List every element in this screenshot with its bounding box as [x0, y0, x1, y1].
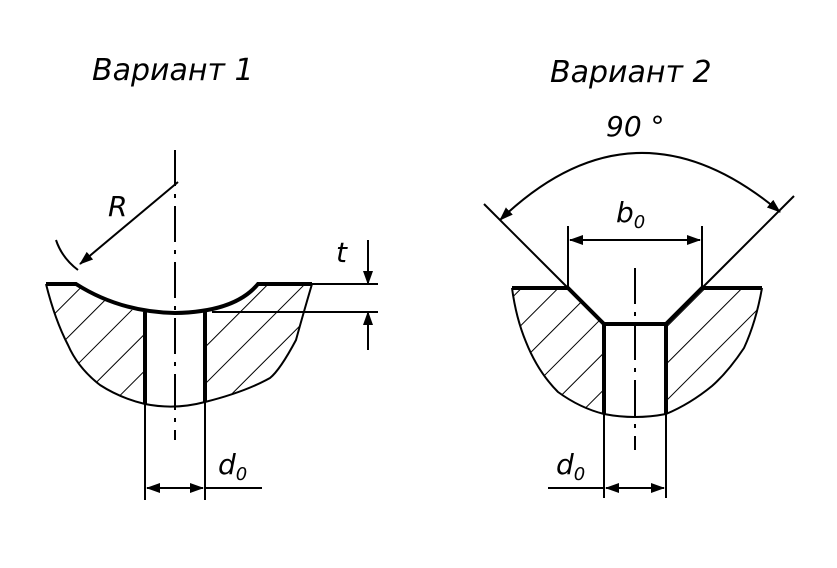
- variant2-label-b: b0: [616, 196, 645, 233]
- variant2-break-bottom: [603, 413, 667, 418]
- variant1-drawing: Вариант 1 R t d0: [45, 53, 378, 500]
- variant2-angle-arc: [499, 151, 781, 221]
- variant2-title: Вариант 2: [550, 55, 712, 90]
- variant1-label-d: d0: [218, 448, 247, 485]
- variant2-label-d: d0: [556, 448, 585, 485]
- variant2-break-right: [665, 287, 763, 415]
- variant2-section-right: [666, 288, 762, 414]
- variant1-label-radius: R: [108, 190, 127, 223]
- variant2-drawing: Вариант 2 90 ° b0 d0: [483, 55, 795, 498]
- variant1-title: Вариант 1: [92, 53, 254, 88]
- variant2-angle-ext-left: [483, 203, 569, 289]
- variant1-section-right: [205, 284, 312, 402]
- variant1-radius-arc: [55, 239, 79, 271]
- variant1-label-t: t: [336, 236, 348, 269]
- variant2-section-left: [512, 288, 604, 414]
- variant1-section-left: [46, 284, 145, 404]
- variant1-outline: [46, 282, 312, 316]
- variant1-break-right: [204, 283, 313, 403]
- variant2-label-angle: 90 °: [606, 110, 665, 143]
- variant1-radius-leader: [79, 181, 179, 265]
- variant1-break-left: [45, 283, 146, 405]
- variant2-angle-ext-right: [701, 195, 795, 289]
- variant2-break-left: [511, 287, 605, 415]
